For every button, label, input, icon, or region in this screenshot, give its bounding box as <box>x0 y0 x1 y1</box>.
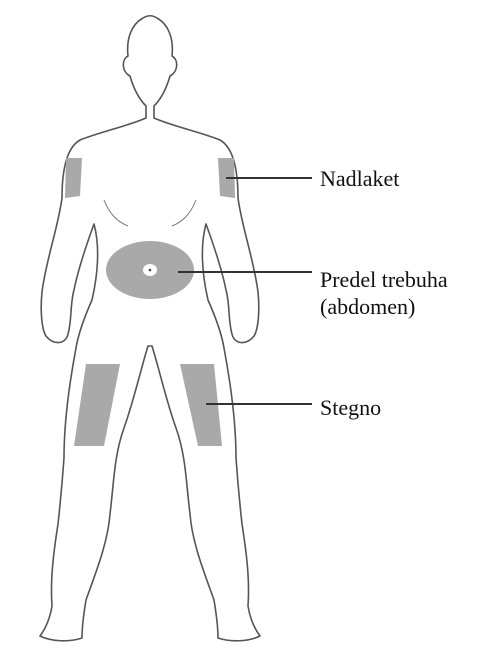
thigh-label: Stegno <box>320 394 381 421</box>
upper-arm-label: Nadlaket <box>320 165 399 192</box>
abdomen-zone <box>106 241 194 299</box>
body-outline <box>40 16 260 641</box>
upper-arm-zone-left <box>65 158 82 198</box>
abdomen-label-line2: (abdomen) <box>320 293 448 320</box>
abdomen-label-line1: Predel trebuha <box>320 266 448 293</box>
abdomen-label: Predel trebuha (abdomen) <box>320 266 448 320</box>
